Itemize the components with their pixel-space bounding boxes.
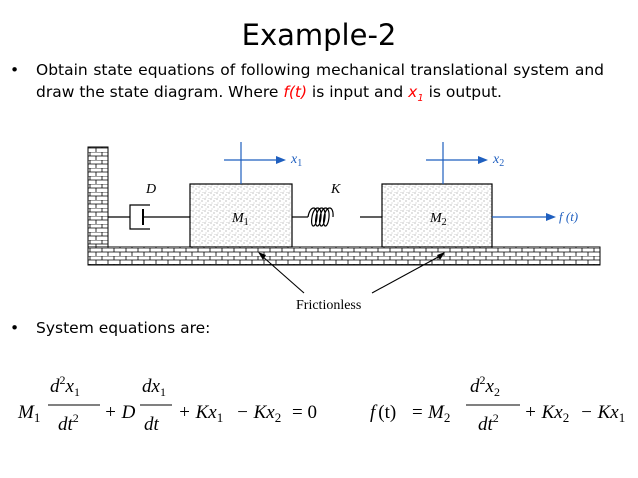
eq1-first-derivative-numerator: dx1 <box>142 376 166 399</box>
eq2-spring-term-2: − Kx1 <box>580 402 625 425</box>
eq2-spring-term-1: + Kx2 <box>524 402 569 425</box>
problem-text-a: Obtain state equations of following mech… <box>36 61 604 101</box>
eq1-spring-term-1: + Kx1 <box>178 402 223 425</box>
displacement-x1-marker <box>224 142 278 184</box>
eq2-second-derivative-denominator: dt2 <box>478 411 499 435</box>
force-label: f (t) <box>559 209 578 224</box>
frictionless-pointers <box>261 255 441 294</box>
pointer-arrowhead-right <box>437 252 445 260</box>
eq2-equals: = <box>412 402 423 423</box>
mass-block-2 <box>381 183 493 248</box>
eq1-mass: M1 <box>17 402 40 425</box>
x2-arrowhead <box>478 156 488 164</box>
spring-label: K <box>330 182 341 197</box>
input-symbol: f(t) <box>283 82 307 101</box>
slide-title: Example-2 <box>241 18 397 52</box>
problem-text: Obtain state equations of following mech… <box>36 60 604 109</box>
output-symbol: x1 <box>408 82 424 104</box>
displacement-x2-marker <box>426 142 480 184</box>
problem-text-b: is input and <box>307 82 409 101</box>
floor-surface <box>87 246 601 266</box>
eq1-second-derivative-denominator: dt2 <box>58 411 79 435</box>
pointer-arrowhead-left <box>258 252 266 260</box>
bullet-dot: • <box>10 61 20 79</box>
eq1-first-derivative-denominator: dt <box>144 414 160 435</box>
eq1-second-derivative-numerator: d2x1 <box>50 373 80 399</box>
system-equations-heading: System equations are: <box>36 319 211 337</box>
damper <box>108 204 190 230</box>
spring <box>292 207 382 227</box>
equation-1: M1 d2x1 dt2 + D dx1 dt + Kx1 − Kx2 = 0 <box>17 373 317 435</box>
bullet-dot: • <box>10 319 20 337</box>
x2-label: x2 <box>492 152 504 169</box>
eq2-mass: M2 <box>427 402 450 425</box>
mass1-label: M1 <box>231 211 249 228</box>
eq1-equals-zero: = 0 <box>292 402 317 423</box>
problem-text-c: is output. <box>423 82 502 101</box>
equation-2: f(t) = M2 d2x2 dt2 + Kx2 − Kx1 <box>370 373 625 435</box>
mass-block-1 <box>189 183 293 248</box>
x1-arrowhead <box>276 156 286 164</box>
damper-label: D <box>145 182 156 197</box>
eq2-second-derivative-numerator: d2x2 <box>470 373 500 399</box>
mass2-label: M2 <box>429 211 447 228</box>
eq1-damping-coefficient: + D <box>104 402 136 423</box>
eq2-force: f(t) <box>370 402 396 423</box>
x1-label: x1 <box>290 152 302 169</box>
eq1-spring-term-2: − Kx2 <box>236 402 281 425</box>
frictionless-label: Frictionless <box>296 298 361 313</box>
force-arrow <box>492 213 556 221</box>
